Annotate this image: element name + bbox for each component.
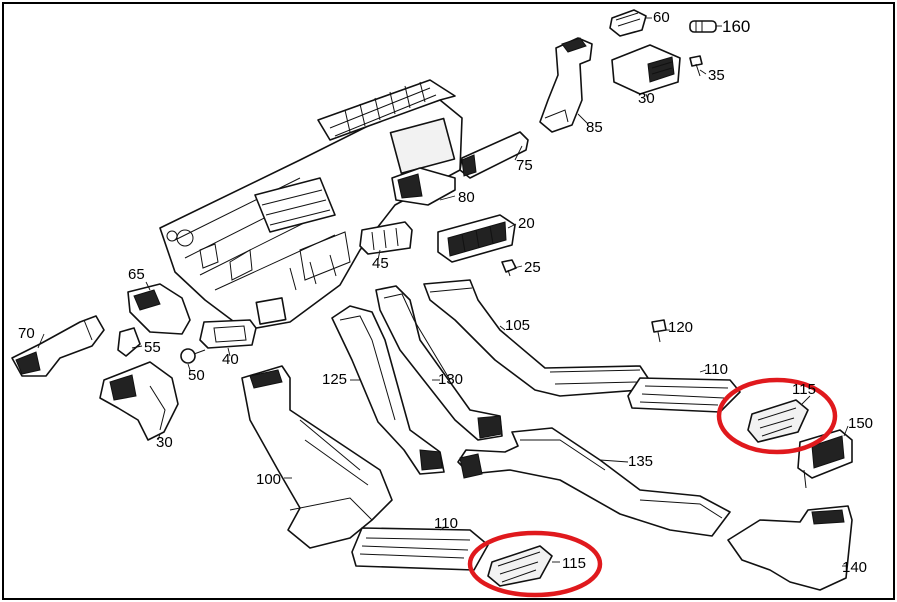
leader-lines — [37, 17, 849, 567]
callout-25: 25 — [524, 259, 541, 276]
callout-55: 55 — [144, 339, 161, 356]
part-125-rear-duct[interactable] — [331, 305, 445, 475]
callout-80: 80 — [458, 189, 475, 206]
callout-50: 50 — [188, 367, 205, 384]
callout-115-right: 115 — [792, 381, 816, 398]
part-70-side-duct[interactable] — [11, 315, 105, 377]
callout-135: 135 — [628, 453, 653, 470]
callout-labels: 60 160 35 30 85 75 80 20 45 25 65 70 55 … — [18, 9, 873, 576]
part-55-bracket[interactable] — [117, 327, 141, 357]
callout-110-bottom: 110 — [434, 515, 458, 532]
callout-160: 160 — [722, 17, 750, 36]
part-35-screw[interactable] — [689, 55, 703, 77]
callout-105: 105 — [505, 317, 530, 334]
part-25-screw[interactable] — [501, 259, 517, 277]
part-50-clip[interactable] — [180, 348, 206, 364]
part-30-vent-housing-left[interactable] — [99, 361, 179, 441]
part-140-rear-duct[interactable] — [727, 505, 853, 591]
part-85-curved-duct[interactable] — [539, 37, 593, 133]
part-110-grille-bottom[interactable] — [351, 527, 489, 571]
callout-140: 140 — [842, 559, 867, 576]
part-120-screw[interactable] — [651, 319, 667, 343]
part-80-vent-outlet[interactable] — [391, 167, 456, 206]
part-40-plate[interactable] — [199, 319, 257, 349]
callout-100: 100 — [256, 471, 281, 488]
part-60-vent-knob[interactable] — [609, 9, 647, 37]
part-160-bulb[interactable] — [689, 20, 717, 33]
part-115-insert-bottom[interactable] — [487, 545, 553, 587]
callout-70: 70 — [18, 325, 35, 342]
callout-130: 130 — [438, 371, 463, 388]
callout-30-left: 30 — [156, 434, 173, 451]
callout-125: 125 — [322, 371, 347, 388]
callout-115-bottom: 115 — [562, 555, 586, 572]
part-75-duct[interactable] — [459, 131, 529, 179]
callout-110-right: 110 — [704, 361, 728, 378]
part-65-vent-duct[interactable] — [127, 283, 191, 335]
callout-45: 45 — [372, 255, 389, 272]
part-20-center-vent[interactable] — [437, 214, 516, 263]
callout-20: 20 — [518, 215, 535, 232]
callout-65: 65 — [128, 266, 145, 283]
hvac-housing — [159, 79, 463, 331]
callout-120: 120 — [668, 319, 693, 336]
callout-60: 60 — [653, 9, 670, 26]
part-115-insert-right[interactable] — [747, 399, 809, 443]
part-130-rear-duct[interactable] — [375, 285, 503, 441]
callout-30-top: 30 — [638, 90, 655, 107]
callout-35: 35 — [708, 67, 725, 84]
highlight-ring-115-right — [716, 377, 838, 455]
part-135-center-duct[interactable] — [457, 427, 731, 537]
part-30-vent-housing-top[interactable] — [611, 44, 681, 95]
callout-150: 150 — [848, 415, 873, 432]
callout-75: 75 — [516, 157, 533, 174]
highlight-ring-115-bottom — [467, 530, 603, 598]
callout-40: 40 — [222, 351, 239, 368]
callout-85: 85 — [586, 119, 603, 136]
part-45-vent[interactable] — [359, 221, 413, 255]
part-150-rear-vent[interactable] — [797, 429, 853, 489]
